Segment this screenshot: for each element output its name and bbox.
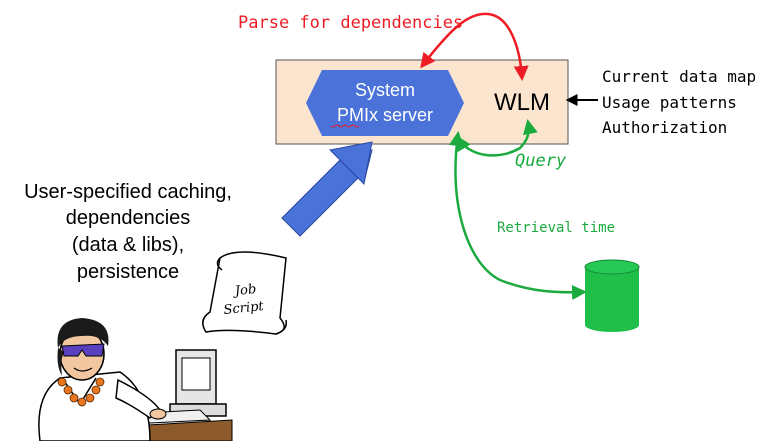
data-store-cylinder-icon (584, 259, 640, 332)
submit-arrow-body (281, 159, 359, 237)
parse-arrow (420, 12, 529, 81)
user-at-computer-icon (38, 318, 233, 441)
retrieval-arrow (449, 131, 587, 300)
job-script-line-1: Job (231, 282, 257, 299)
pmix-underline (330, 124, 360, 128)
wlm-input-current-data-map: Current data map (602, 67, 756, 86)
wlm-input-authorization: Authorization (602, 118, 727, 137)
retrieval-label: Retrieval time (497, 220, 615, 236)
wlm-label: WLM (494, 89, 550, 116)
user-spec-line-1: User-specified caching, (24, 181, 232, 203)
user-spec-line-3: (data & libs), (72, 234, 184, 256)
system-label: System (355, 80, 415, 100)
user-spec-line-2: dependencies (66, 207, 191, 229)
submit-arrow-head (328, 141, 373, 186)
query-label: Query (515, 151, 567, 171)
job-script-line-2: Script (223, 299, 265, 318)
wlm-input-usage-patterns: Usage patterns (602, 93, 737, 112)
user-spec-line-4: persistence (77, 261, 179, 283)
pmix-server-hexagon (306, 70, 464, 136)
pmix-server-label: PMIx server (337, 105, 433, 125)
parse-label: Parse for dependencies (238, 13, 463, 33)
job-script-scroll-icon (202, 251, 288, 335)
